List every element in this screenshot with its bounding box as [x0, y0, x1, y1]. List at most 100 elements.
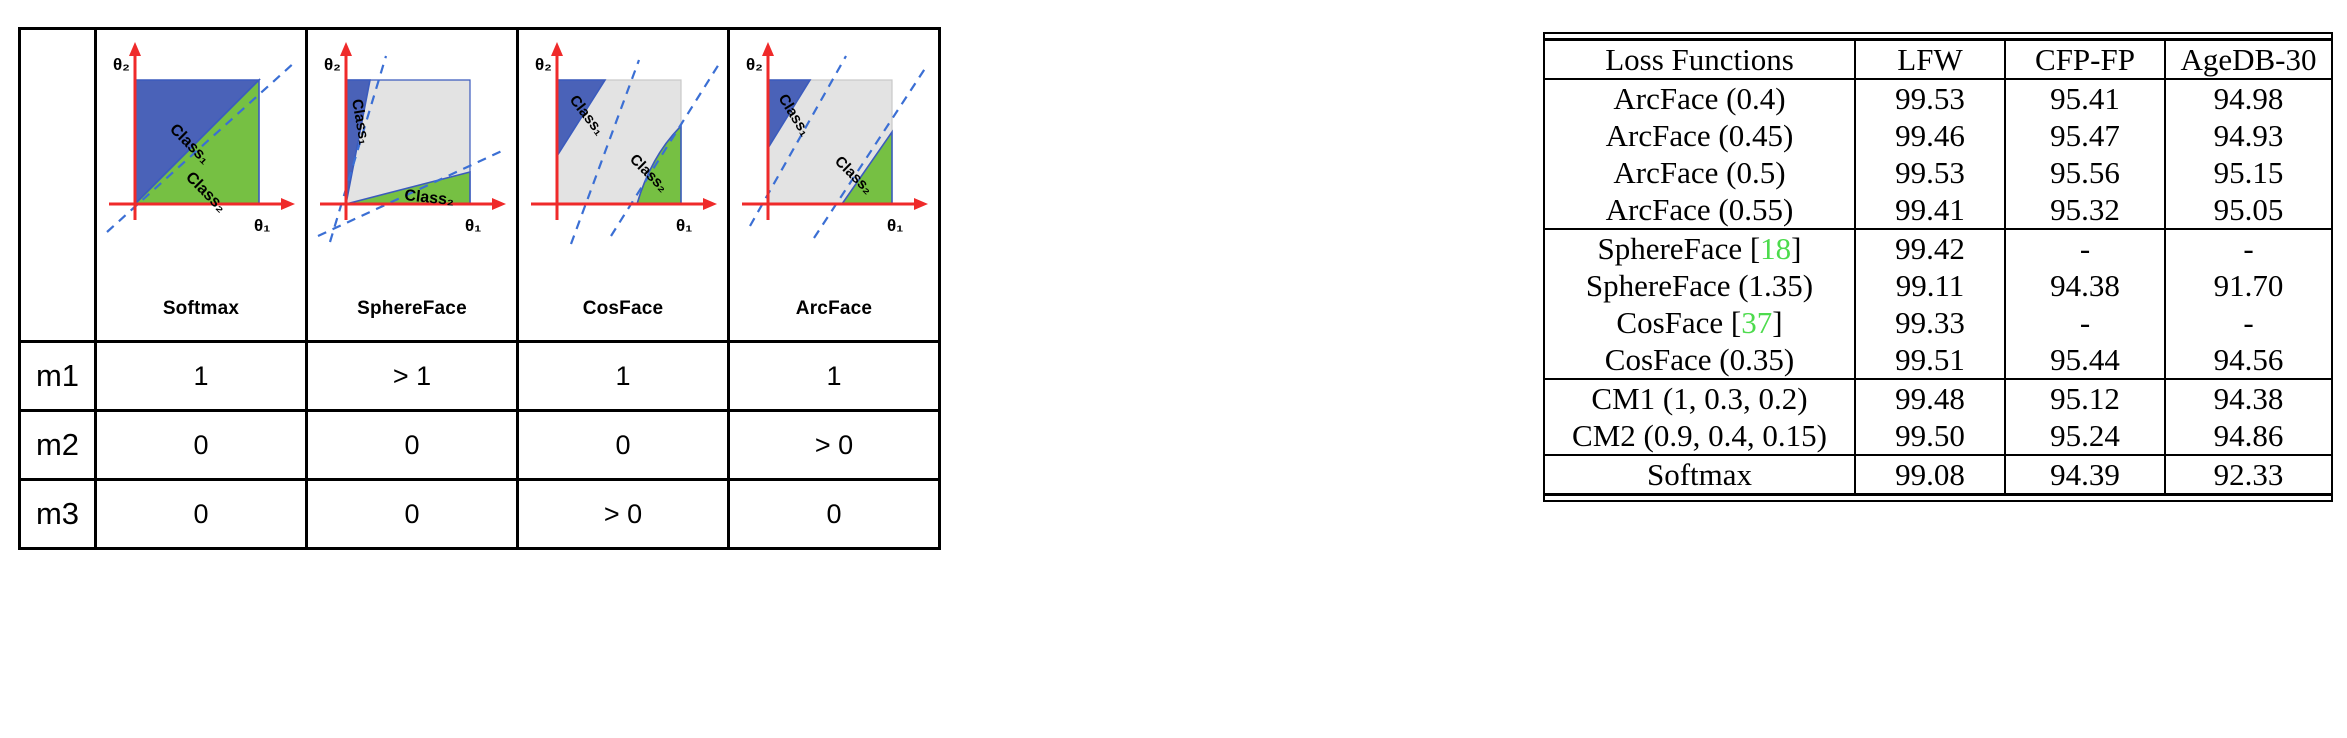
panel-softmax: Class₁ Class₂ θ₂ θ₁ Softmax: [94, 27, 308, 343]
cell-cfp-fp-value: 94.38: [2004, 267, 2165, 305]
cell-cfp-fp-value: 95.12: [2004, 378, 2165, 418]
m2-softmax: 0: [94, 409, 308, 481]
panel-sphereface: Class₁ Class₂ θ₂ θ₁ SphereFace: [305, 27, 519, 343]
cell-agedb-30-value: 94.56: [2164, 341, 2331, 380]
header-loss-functions: Loss Functions: [1545, 38, 1855, 80]
cell-agedb-30-value: 95.05: [2164, 191, 2331, 230]
cell-lfw-value: 99.50: [1854, 417, 2005, 456]
diagram-row: Class₁ Class₂ θ₂ θ₁ Softmax: [18, 27, 941, 343]
m3-softmax: 0: [94, 478, 308, 550]
panel-label-softmax: Softmax: [162, 298, 240, 319]
cell-agedb-30-value: -: [2164, 304, 2331, 342]
cell-lfw-value: 99.41: [1854, 191, 2005, 230]
cell-lfw-value: 99.48: [1854, 378, 2005, 418]
row-label-m1: m1: [18, 340, 97, 412]
cell-cfp-fp-value: 95.32: [2004, 191, 2165, 230]
cell-lfw-value: 99.33: [1854, 304, 2005, 342]
cell-loss-function-name: ArcFace (0.4): [1545, 78, 1855, 118]
y-axis-label: θ₂: [113, 55, 130, 74]
row-label-m2: m2: [18, 409, 97, 481]
loss-function-results-table: Loss Functions LFW CFP-FP AgeDB-30 ArcFa…: [1545, 38, 2331, 497]
x-axis-label: θ₁: [465, 216, 481, 235]
cell-loss-function-name: SphereFace (1.35): [1585, 268, 1814, 304]
cell-loss-function-name: CM1 (1, 0.3, 0.2): [1545, 378, 1855, 418]
margin-parameters-table: Class₁ Class₂ θ₂ θ₁ Softmax: [18, 27, 941, 550]
citation-number[interactable]: 37: [1741, 305, 1773, 341]
header-row: Loss Functions LFW CFP-FP AgeDB-30: [1545, 38, 2331, 80]
cell-cfp-fp-value: -: [2004, 228, 2165, 268]
cell-agedb-30-value: 94.86: [2164, 417, 2331, 456]
cell-agedb-30-value: 94.98: [2164, 78, 2331, 118]
y-axis-label: θ₂: [535, 55, 552, 74]
cell-agedb-30-value: 94.93: [2164, 117, 2331, 155]
cell-loss-function-name: CM2 (0.9, 0.4, 0.15): [1572, 418, 1827, 454]
m2-arcface: > 0: [727, 409, 941, 481]
cell-agedb-30-value: 94.38: [2164, 378, 2331, 418]
diagram-row-empty-label: [18, 27, 97, 343]
cell-agedb-30-value: 92.33: [2164, 454, 2331, 497]
m3-arcface: 0: [727, 478, 941, 550]
cell-lfw-value: 99.53: [1854, 78, 2005, 118]
y-axis-label: θ₂: [746, 55, 763, 74]
header-cfp-fp: CFP-FP: [2004, 38, 2165, 80]
x-axis-label: θ₁: [254, 216, 270, 235]
table-row-m3: m3 0 0 > 0 0: [18, 478, 941, 550]
row-label-m3: m3: [18, 478, 97, 550]
table-row-m1: m1 1 > 1 1 1: [18, 340, 941, 412]
header-lfw: LFW: [1854, 38, 2005, 80]
panel-label-sphereface: SphereFace: [357, 298, 467, 319]
cell-lfw-value: 99.42: [1854, 228, 2005, 268]
header-agedb-30: AgeDB-30: [2164, 38, 2331, 80]
cell-cfp-fp-value: 95.41: [2004, 78, 2165, 118]
m1-arcface: 1: [727, 340, 941, 412]
table-row-m2: m2 0 0 0 > 0: [18, 409, 941, 481]
cell-cfp-fp-value: 95.24: [2004, 417, 2165, 456]
citation-number[interactable]: 18: [1760, 231, 1792, 267]
cell-loss-function-name: ArcFace (0.5): [1613, 155, 1786, 191]
results-table-container: Loss Functions LFW CFP-FP AgeDB-30 ArcFa…: [1543, 32, 2333, 503]
cell-cfp-fp-value: 95.44: [2004, 341, 2165, 380]
m1-cosface: 1: [516, 340, 730, 412]
cell-lfw-value: 99.11: [1854, 267, 2005, 305]
cell-agedb-30-value: 91.70: [2164, 267, 2331, 305]
cell-loss-function-name: ArcFace (0.55): [1605, 192, 1794, 228]
cell-loss-function-name: Softmax: [1545, 454, 1855, 497]
cell-agedb-30-value: -: [2164, 228, 2331, 268]
table-row: CosFace [37]99.33--: [1545, 304, 2331, 342]
cosface-diagram: Class₁ Class₂ θ₂ θ₁: [531, 42, 720, 245]
cell-cfp-fp-value: 95.56: [2004, 154, 2165, 192]
cell-cfp-fp-value: 95.47: [2004, 117, 2165, 155]
sphereface-diagram: Class₁ Class₂ θ₂ θ₁: [317, 42, 506, 243]
cell-cfp-fp-value: -: [2004, 304, 2165, 342]
x-axis-label: θ₁: [887, 216, 903, 235]
cell-lfw-value: 99.51: [1854, 341, 2005, 380]
cell-cfp-fp-value: 94.39: [2004, 454, 2165, 497]
arcface-diagram: Class₁ Class₂ θ₂ θ₁: [742, 42, 929, 239]
class2-label: Class₂: [404, 187, 455, 209]
panel-cosface: Class₁ Class₂ θ₂ θ₁ CosFace: [516, 27, 730, 343]
decision-boundary-figure: Class₁ Class₂ θ₂ θ₁ Softmax: [18, 27, 941, 550]
results-table-head: Loss Functions LFW CFP-FP AgeDB-30: [1545, 38, 2331, 80]
m3-cosface: > 0: [516, 478, 730, 550]
m1-sphereface: > 1: [305, 340, 519, 412]
cell-agedb-30-value: 95.15: [2164, 154, 2331, 192]
m2-cosface: 0: [516, 409, 730, 481]
table-row: SphereFace [18]99.42--: [1545, 228, 2331, 268]
cell-loss-function-name: ArcFace (0.45): [1605, 118, 1794, 154]
panel-arcface: Class₁ Class₂ θ₂ θ₁ ArcFace: [727, 27, 941, 343]
cell-loss-function-name: CosFace (0.35): [1604, 342, 1795, 378]
x-axis-label: θ₁: [676, 216, 692, 235]
m1-softmax: 1: [94, 340, 308, 412]
cell-loss-function-name: SphereFace [18]: [1545, 228, 1855, 268]
cell-lfw-value: 99.53: [1854, 154, 2005, 192]
